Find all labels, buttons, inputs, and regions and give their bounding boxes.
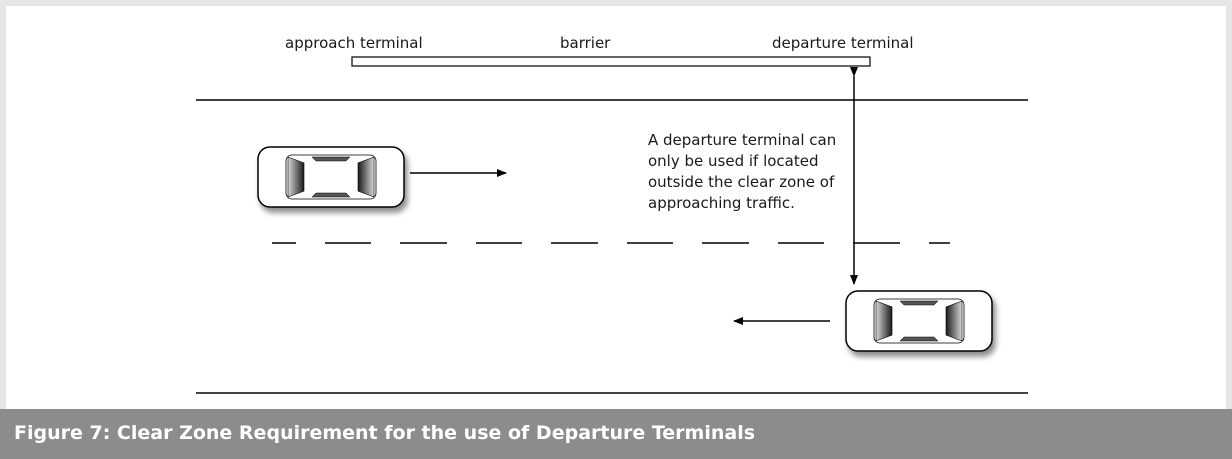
note-line-3: outside the clear zone of [648, 173, 835, 191]
barrier-label: barrier [560, 34, 611, 52]
approaching-car-icon [258, 147, 404, 207]
clear-zone-diagram: approach terminal barrier departure term… [196, 34, 1028, 394]
note-line-1: A departure terminal can [648, 131, 836, 149]
departure-terminal-label: departure terminal [772, 34, 914, 52]
figure-caption-bar: Figure 7: Clear Zone Requirement for the… [0, 409, 1232, 459]
note-line-4: approaching traffic. [648, 194, 795, 212]
barrier-rail [351, 56, 871, 67]
figure-caption: Figure 7: Clear Zone Requirement for the… [14, 422, 756, 444]
opposing-car-icon [846, 291, 992, 351]
note-line-2: only be used if located [648, 152, 819, 170]
approach-terminal-label: approach terminal [285, 34, 423, 52]
